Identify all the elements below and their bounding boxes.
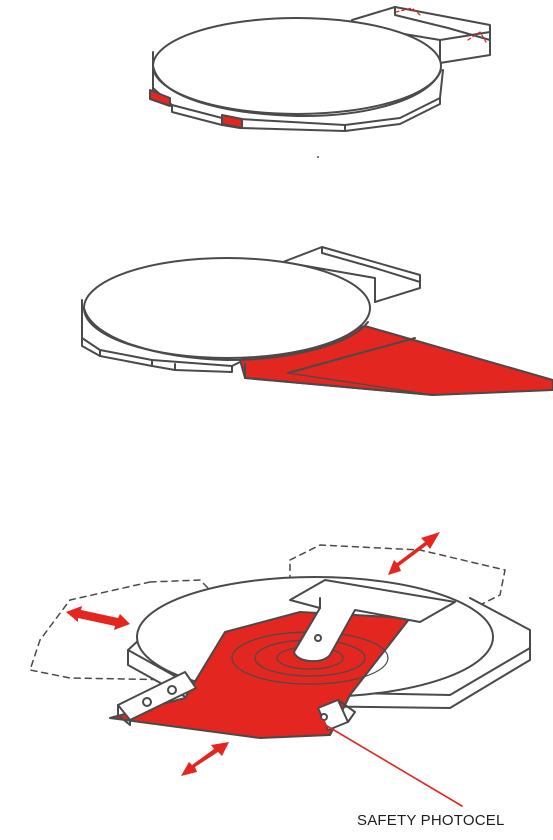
red-corner-tab (221, 114, 243, 129)
double-arrow-icon (388, 532, 440, 575)
safety-photocell-label: SAFETY PHOTOCEL (357, 812, 505, 829)
red-corner-tab (149, 89, 171, 107)
double-arrow-icon (181, 742, 229, 776)
safety-photocell-callout (321, 722, 463, 807)
turntable-disc-1 (152, 17, 442, 115)
turntable-drawing-2 (81, 246, 553, 396)
ramp-corner-marker (467, 31, 487, 43)
safety-photocell-lens (320, 713, 328, 721)
double-arrow-icon (66, 606, 130, 630)
hinge-arm (117, 671, 197, 721)
ramp-corner-marker (395, 7, 421, 16)
slotted-arm (289, 579, 456, 663)
turntable-drawing-1 (149, 6, 491, 158)
turntable-drawing-3 (29, 544, 531, 807)
